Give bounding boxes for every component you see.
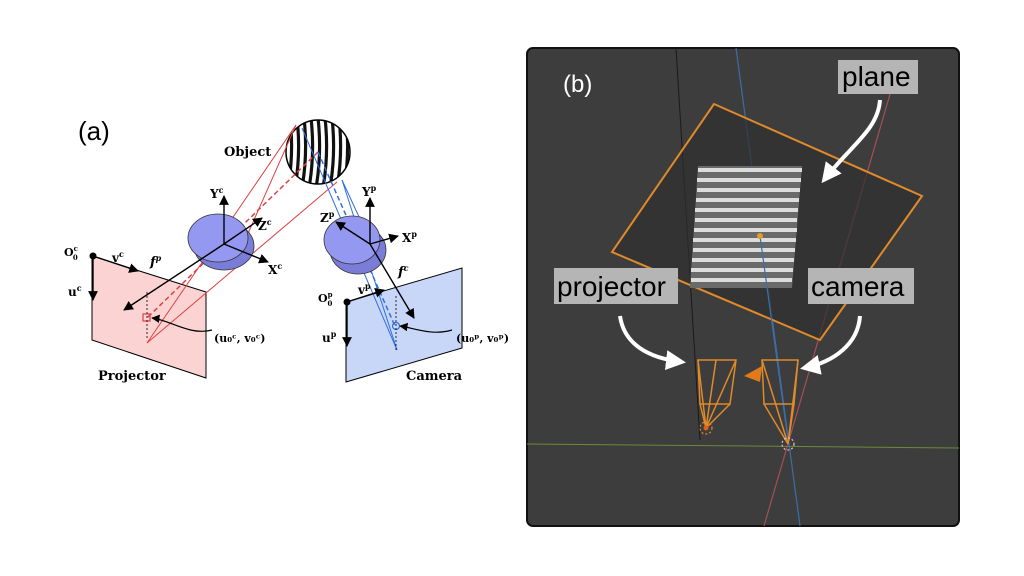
camera-lens xyxy=(323,215,387,275)
panel-a-tag: (a) xyxy=(78,116,110,146)
panel-b: (b) plane projector camera xyxy=(526,47,960,527)
panel-a: (a) Object xyxy=(64,116,509,384)
camera-label-b: camera xyxy=(811,271,905,302)
camera-principal-point-label: (u₀ᵖ, v₀ᵖ) xyxy=(456,332,509,345)
svg-text:Yp: Yp xyxy=(361,183,377,199)
camera-label: Camera xyxy=(406,369,463,384)
svg-text:fc: fc xyxy=(397,263,409,280)
svg-text:Oc0: Oc0 xyxy=(64,244,78,262)
projector-lens xyxy=(187,213,255,271)
plane-label: plane xyxy=(842,61,911,92)
svg-text:Zp: Zp xyxy=(320,209,335,225)
projector-pixel-marker xyxy=(142,313,151,322)
svg-text:Xc: Xc xyxy=(268,261,282,277)
projector-label: Projector xyxy=(98,369,166,384)
object-label: Object xyxy=(224,145,271,160)
svg-text:Zc: Zc xyxy=(258,217,272,233)
projector-arrow xyxy=(618,315,686,371)
svg-text:fp: fp xyxy=(149,253,162,270)
svg-text:up: up xyxy=(322,329,337,345)
svg-text:Xp: Xp xyxy=(402,229,417,245)
projector-principal-point-label: (u₀ᶜ, v₀ᶜ) xyxy=(214,332,266,345)
camera-frustum xyxy=(761,359,799,445)
svg-text:vp: vp xyxy=(357,281,371,297)
plane-arrow xyxy=(821,99,882,184)
fringe-pattern xyxy=(690,166,802,288)
camera-arrow xyxy=(800,315,862,375)
camera-up-triangle xyxy=(744,366,762,382)
svg-text:vc: vc xyxy=(111,249,124,265)
svg-text:uc: uc xyxy=(68,283,82,299)
svg-text:Op0: Op0 xyxy=(318,290,333,308)
svg-text:Yc: Yc xyxy=(209,185,224,201)
projector-label-b: projector xyxy=(557,271,666,302)
panel-b-tag: (b) xyxy=(563,71,592,98)
